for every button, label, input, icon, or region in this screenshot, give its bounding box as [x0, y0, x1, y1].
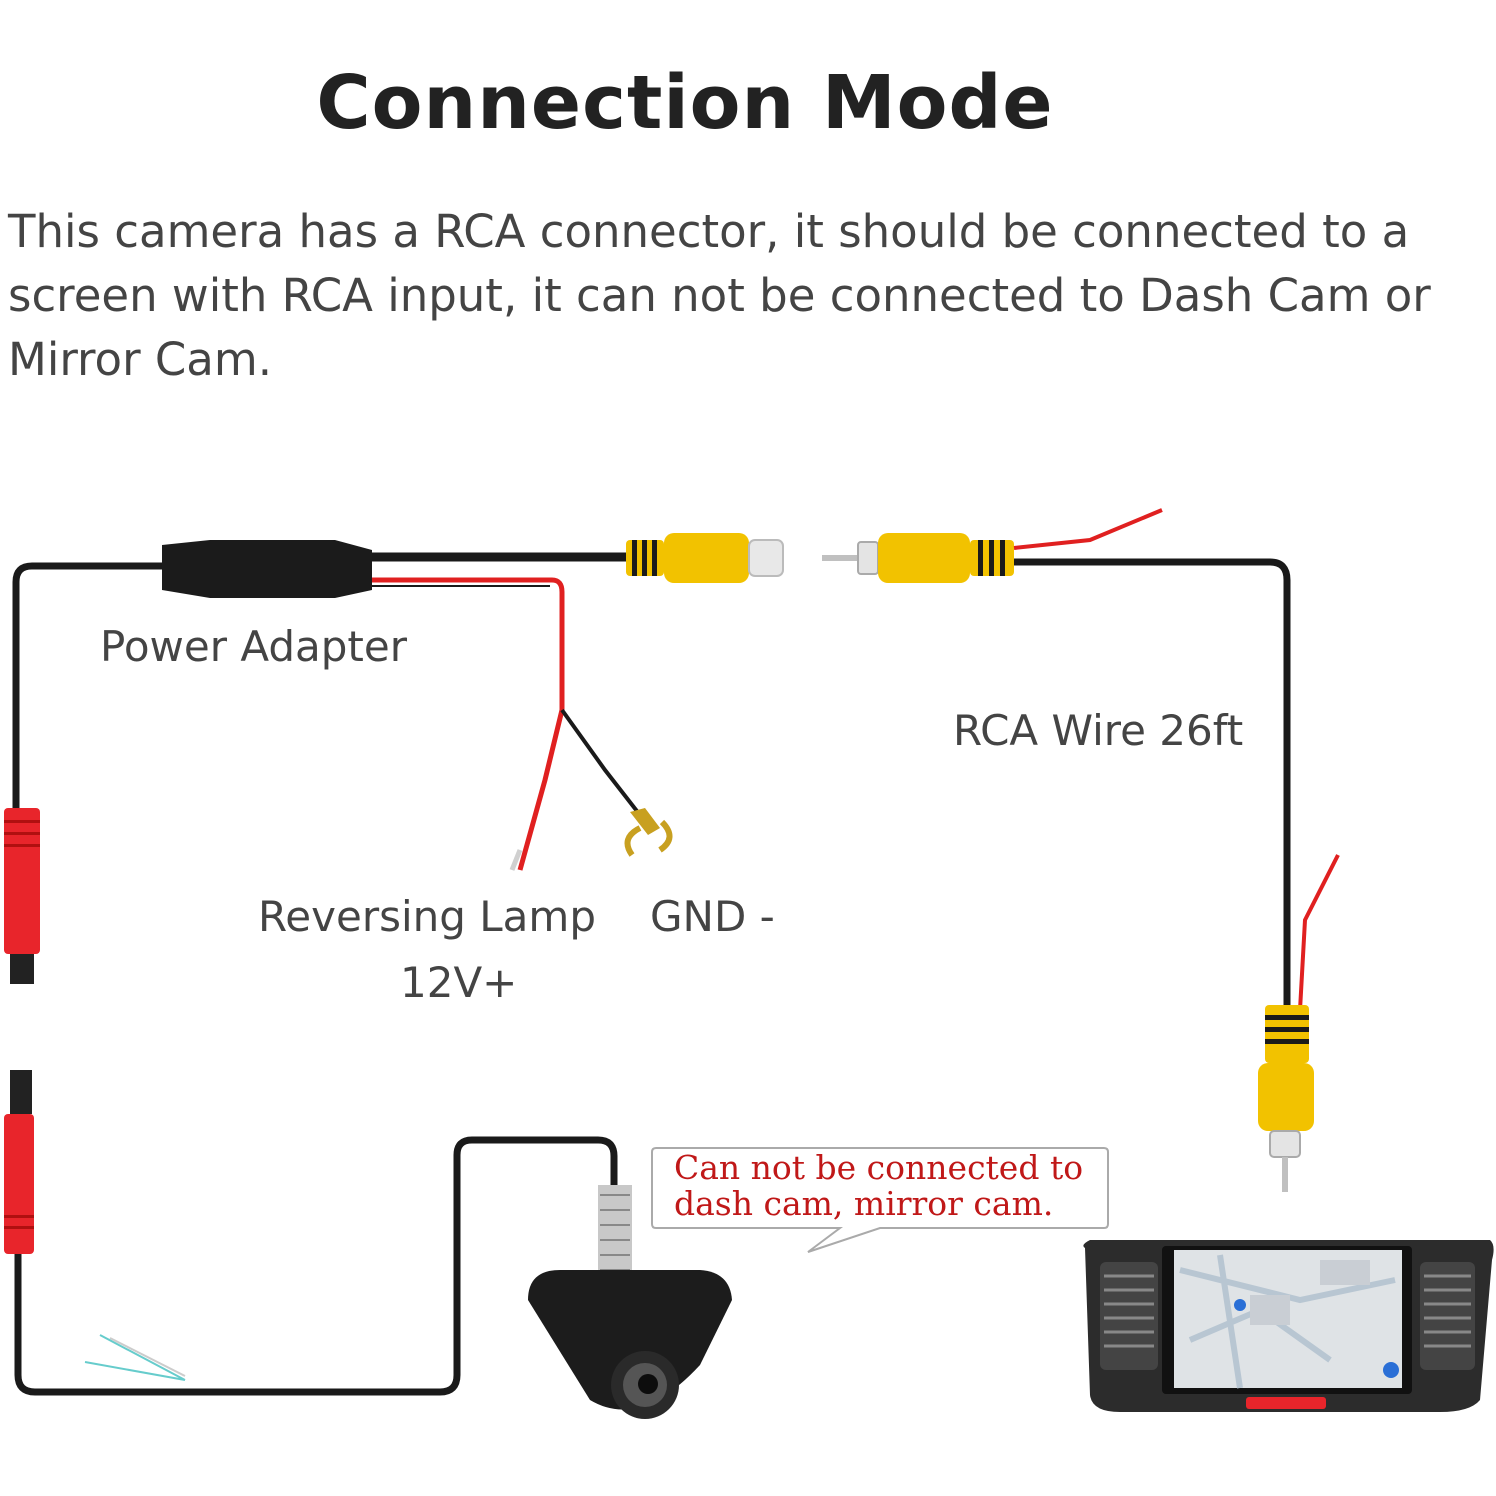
power-adapter-label: Power Adapter: [100, 622, 407, 671]
reversing-lamp-label: Reversing Lamp: [258, 892, 596, 941]
gnd-wire: [560, 708, 642, 817]
callout-line-2: dash cam, mirror cam.: [674, 1184, 1054, 1223]
rear-camera: [528, 1185, 732, 1419]
gnd-spade-terminal: [624, 808, 673, 857]
camera-connector-male: [4, 1070, 34, 1254]
callout-bubble: [651, 1147, 1109, 1253]
reversing-lamp-voltage-label: 12V+: [400, 958, 518, 1007]
description-text: This camera has a RCA connector, it shou…: [8, 205, 1431, 386]
male-rca-connector-top: [822, 533, 1014, 583]
camera-cable: [14, 1136, 618, 1396]
male-rca-connector-bottom: [1258, 1005, 1314, 1192]
callout-line-1: Can not be connected to: [674, 1148, 1084, 1187]
page-title: Connection Mode: [316, 60, 1054, 146]
rca-trigger-wire-bottom: [1298, 854, 1340, 1011]
rca-wire-label: RCA Wire 26ft: [953, 706, 1244, 755]
gnd-label: GND -: [650, 892, 775, 941]
adapter-to-connector-wire: [12, 562, 165, 810]
car-head-unit: [1083, 1240, 1494, 1412]
reversing-lamp-wire: [372, 577, 565, 871]
rca-trigger-wire-top: [1013, 508, 1163, 550]
camera-connector-female: [4, 808, 40, 984]
power-adapter-body: [162, 540, 372, 598]
female-rca-connector: [626, 533, 784, 583]
rca-wire-26ft: [1014, 558, 1291, 1010]
callout-text: Can not be connected to dash cam, mirror…: [674, 1150, 1104, 1222]
